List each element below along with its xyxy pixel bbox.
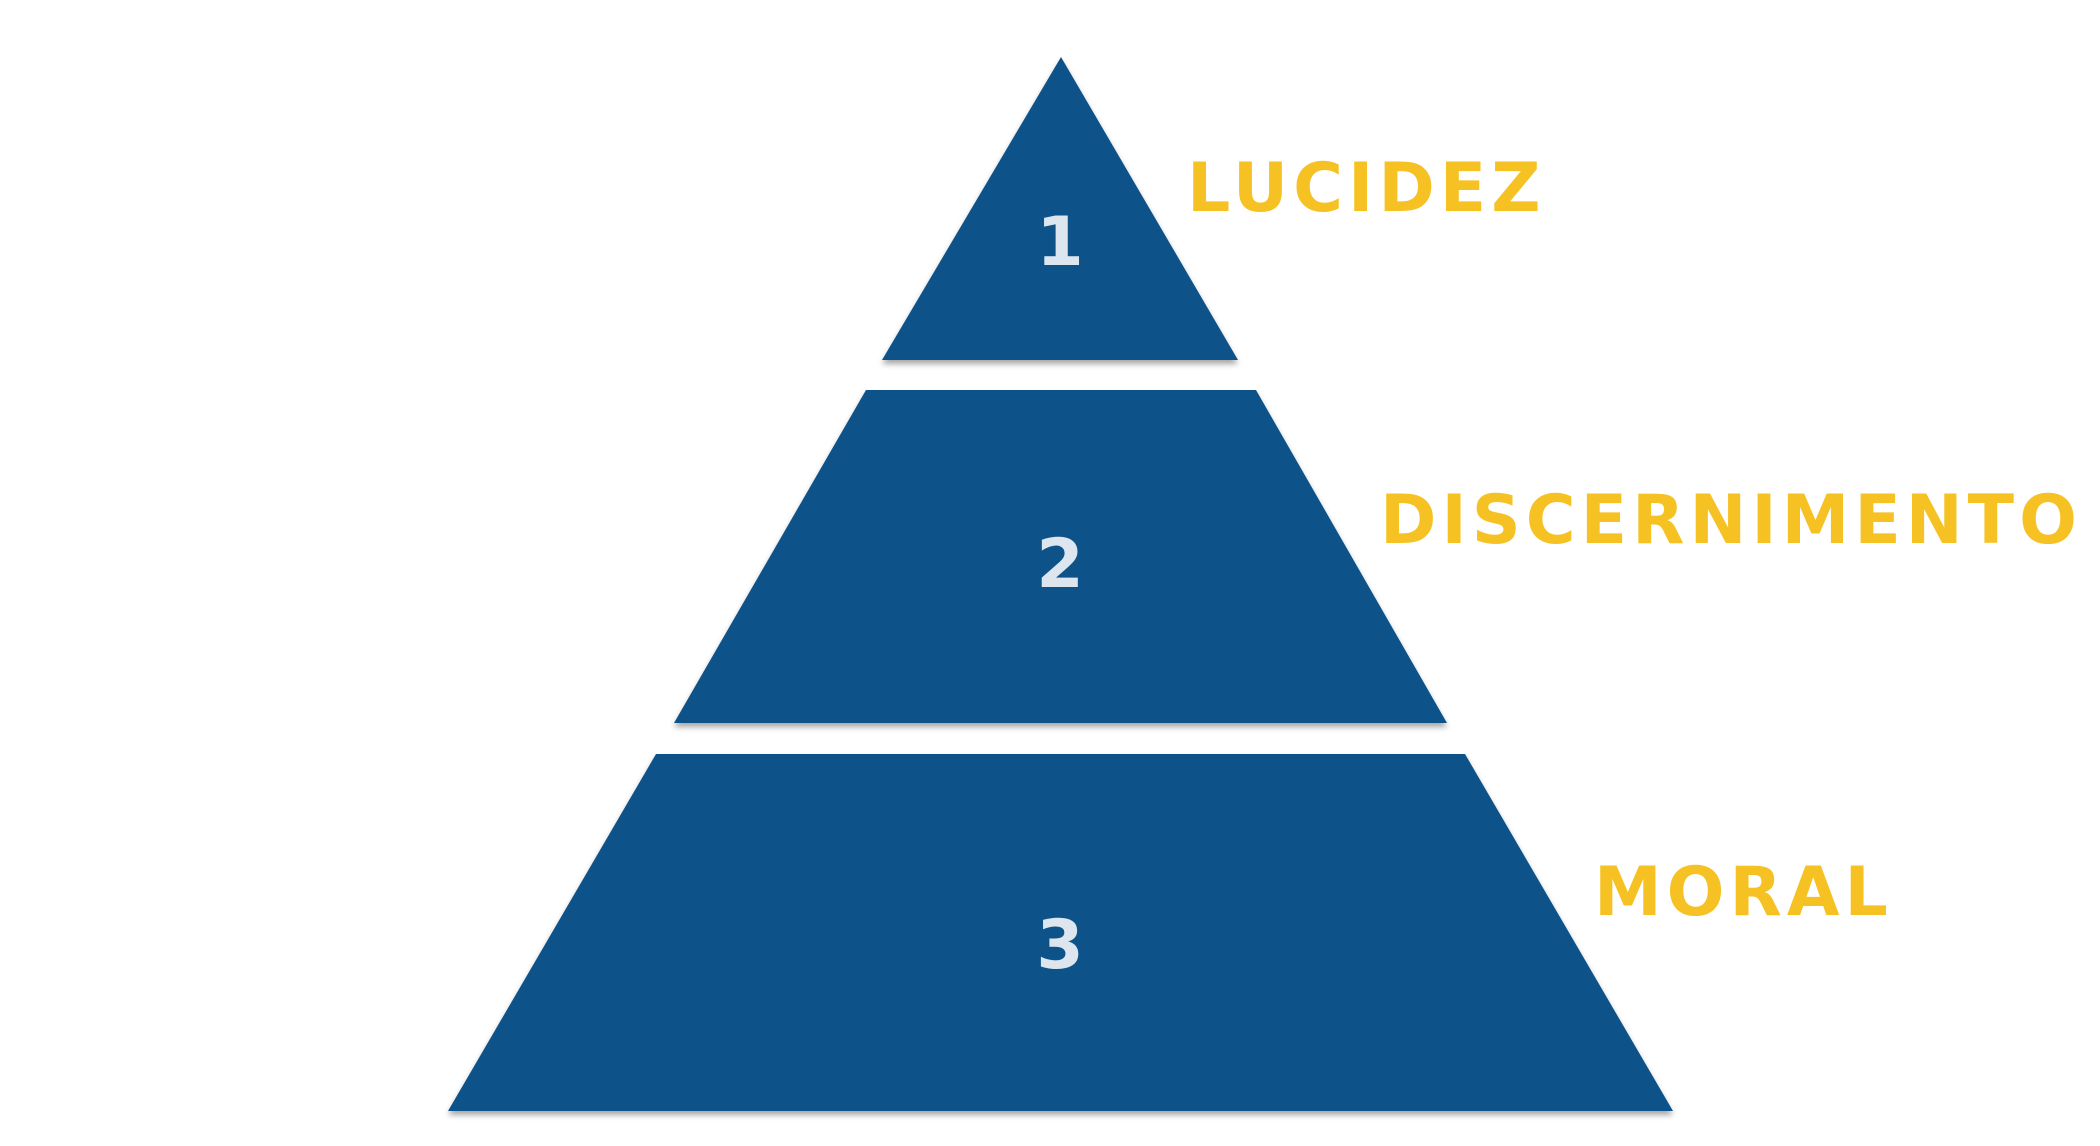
tier-1-shape <box>882 57 1238 360</box>
tier-3-shape <box>448 754 1673 1111</box>
tier-1-label: LUCIDEZ <box>1187 149 1546 228</box>
tier-3-label: MORAL <box>1594 853 1893 932</box>
tier-2-number: 2 <box>1036 525 1083 604</box>
tier-1-number: 1 <box>1036 203 1083 282</box>
tier-2-label: DISCERNIMENTO <box>1380 481 2082 560</box>
tier-3-number: 3 <box>1036 906 1083 985</box>
tier-2-shape <box>674 390 1447 723</box>
